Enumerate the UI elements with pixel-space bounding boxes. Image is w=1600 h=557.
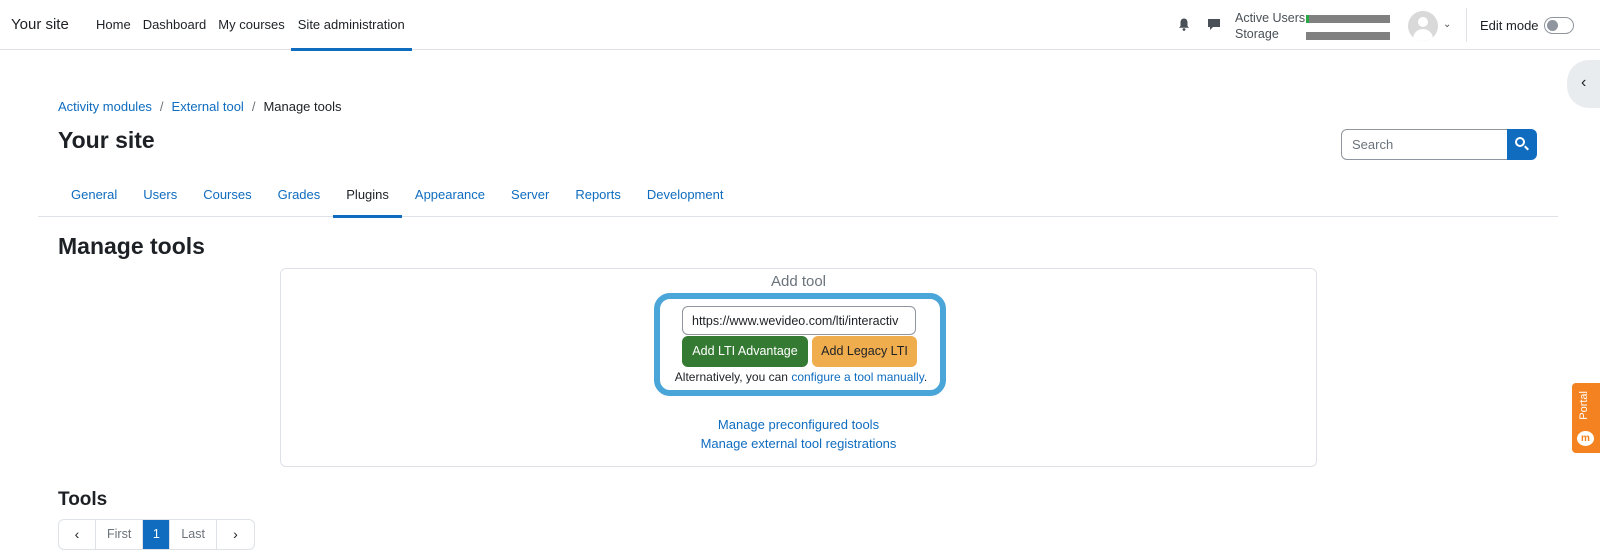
breadcrumb: Activity modules / External tool / Manag… (58, 99, 342, 114)
add-legacy-lti-button[interactable]: Add Legacy LTI (812, 336, 917, 367)
portal-label: Portal (1578, 391, 1590, 420)
messages-chat-icon[interactable] (1207, 18, 1221, 31)
nav-item-dashboard[interactable]: Dashboard (142, 17, 207, 32)
tab-development[interactable]: Development (646, 187, 724, 202)
tab-users[interactable]: Users (143, 187, 178, 202)
nav-item-home[interactable]: Home (96, 17, 131, 32)
notifications-bell-icon[interactable] (1178, 18, 1190, 31)
breadcrumb-external-tool[interactable]: External tool (171, 99, 244, 114)
manage-tools-heading: Manage tools (58, 233, 205, 259)
add-tool-title: Add tool (770, 273, 827, 290)
tools-heading: Tools (58, 489, 108, 510)
tab-grades[interactable]: Grades (277, 187, 321, 202)
tool-url-input[interactable] (682, 306, 916, 335)
avatar-body-shape (1413, 29, 1433, 41)
nav-item-my-courses[interactable]: My courses (218, 17, 285, 32)
alternative-text: Alternatively, you can configure a tool … (666, 370, 936, 384)
chevron-down-icon[interactable]: ⌄ (1443, 19, 1452, 30)
edit-mode-label: Edit mode (1480, 18, 1539, 33)
tab-plugins[interactable]: Plugins (333, 173, 402, 218)
manage-external-tool-registrations-link[interactable]: Manage external tool registrations (700, 436, 897, 451)
top-navbar: Your site Home Dashboard My courses Site… (0, 0, 1600, 51)
avatar-head-shape (1418, 17, 1428, 27)
user-avatar[interactable] (1408, 11, 1438, 41)
toggle-knob (1547, 20, 1558, 31)
breadcrumb-separator: / (159, 99, 164, 114)
alternative-prefix: Alternatively, you can (674, 370, 788, 384)
alternative-suffix: . (923, 370, 928, 384)
current-page[interactable]: 1 (143, 520, 171, 549)
edit-mode-toggle[interactable] (1544, 17, 1574, 34)
manage-preconfigured-tools-link[interactable]: Manage preconfigured tools (717, 417, 880, 432)
tab-general[interactable]: General (71, 187, 118, 202)
page-title: Your site (58, 127, 155, 153)
add-lti-advantage-button[interactable]: Add LTI Advantage (682, 336, 808, 367)
previous-page-icon[interactable]: ‹ (59, 520, 96, 549)
storage-bar (1306, 32, 1390, 40)
active-users-label: Active Users (1235, 11, 1306, 25)
add-tool-card: Add tool Add LTI Advantage Add Legacy LT… (280, 268, 1317, 467)
breadcrumb-activity-modules[interactable]: Activity modules (58, 99, 152, 114)
active-users-bar (1306, 15, 1390, 23)
tab-courses[interactable]: Courses (203, 187, 252, 202)
chevron-left-icon: ‹ (1581, 74, 1587, 91)
usage-indicator: Active Users Storage (1235, 10, 1305, 42)
storage-label: Storage (1235, 27, 1279, 41)
tab-appearance[interactable]: Appearance (414, 187, 486, 202)
search-icon (1515, 137, 1525, 147)
block-drawer-toggle[interactable]: ‹ (1567, 60, 1600, 108)
active-users-bar-fill (1306, 15, 1309, 23)
tab-server[interactable]: Server (511, 187, 550, 202)
breadcrumb-separator: / (251, 99, 256, 114)
first-page-link[interactable]: First (96, 520, 144, 549)
search-button[interactable] (1507, 129, 1537, 160)
secondary-navigation: General Users Courses Grades Plugins App… (38, 173, 1558, 218)
site-brand[interactable]: Your site (11, 16, 69, 33)
breadcrumb-current: Manage tools (263, 99, 342, 114)
navbar-divider (1466, 8, 1467, 42)
search-input[interactable] (1341, 129, 1508, 160)
search-icon-handle (1524, 145, 1529, 151)
configure-tool-manually-link[interactable]: configure a tool manually (791, 370, 924, 384)
last-page-link[interactable]: Last (170, 520, 217, 549)
portal-logo-icon: m (1577, 431, 1594, 446)
pagination: ‹ First 1 Last › (58, 519, 255, 550)
primary-navigation: Home Dashboard My courses Site administr… (90, 0, 412, 51)
admin-search (1341, 129, 1537, 160)
tab-reports[interactable]: Reports (575, 187, 621, 202)
portal-side-tab[interactable]: Portal m (1572, 383, 1600, 453)
nav-item-site-administration[interactable]: Site administration (290, 0, 412, 51)
next-page-icon[interactable]: › (233, 526, 238, 542)
